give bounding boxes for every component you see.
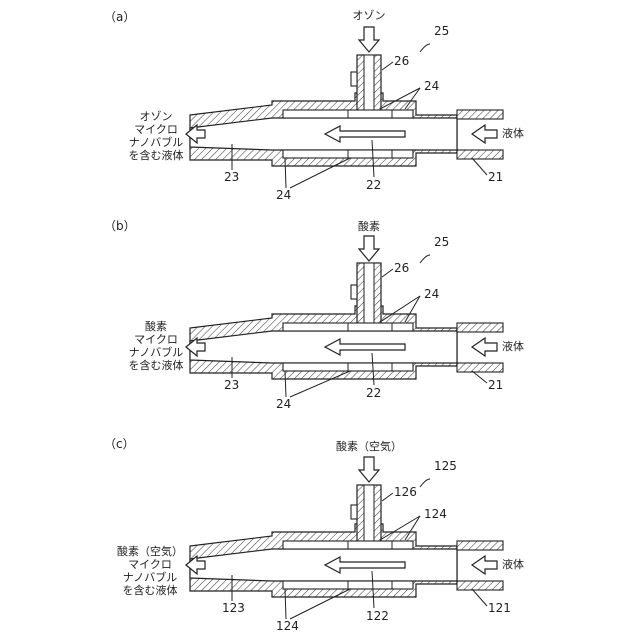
- outlet-label-1: 酸素（空気）: [117, 544, 183, 558]
- ref-partition-bottom: 24: [276, 397, 291, 411]
- outlet-label-3: ナノバブル: [129, 135, 183, 149]
- bore: [190, 118, 457, 150]
- ref-chamber: 122: [366, 609, 389, 623]
- device-body: [186, 27, 503, 166]
- panel-a: （a） オゾン 液体 オゾン マイクロ ナノバブル を含む液体 25 26 24…: [104, 9, 524, 202]
- liquid-in-arrow: [472, 338, 497, 356]
- gas-in-arrow: [359, 236, 379, 261]
- gas-in-label: 酸素: [358, 219, 380, 233]
- gas-pipe-bore: [364, 485, 374, 549]
- ref-device: 125: [434, 459, 457, 473]
- bore: [190, 549, 457, 581]
- ref-partition-bottom: 124: [276, 619, 299, 633]
- panel-tag: （a）: [104, 10, 135, 24]
- liquid-in-label: 液体: [502, 126, 524, 140]
- outlet-label-4: を含む液体: [129, 148, 184, 162]
- bore: [190, 331, 457, 363]
- liquid-in-arrow: [472, 125, 497, 143]
- ref-nozzle: 123: [222, 601, 245, 615]
- gas-in-arrow: [359, 27, 379, 52]
- ref-nozzle: 23: [224, 170, 239, 184]
- liquid-in-label: 液体: [502, 339, 524, 353]
- ref-partition: 124: [424, 507, 447, 521]
- ref-device: 25: [434, 24, 449, 38]
- outlet-label-4: を含む液体: [123, 583, 178, 597]
- ref-partition-bottom: 24: [276, 188, 291, 202]
- gas-pipe-nut: [351, 505, 357, 519]
- ref-inlet: 121: [488, 601, 511, 615]
- device-body: [186, 457, 503, 597]
- ref-chamber: 22: [366, 386, 381, 400]
- outlet-label-2: マイクロ: [134, 333, 178, 346]
- liquid-in-label: 液体: [502, 557, 524, 571]
- ref-partition: 24: [424, 79, 439, 93]
- ref-gas-pipe: 26: [394, 261, 409, 275]
- panel-tag: （b）: [104, 219, 136, 233]
- gas-pipe-nut: [351, 72, 357, 86]
- gas-pipe-bore: [364, 263, 374, 331]
- outlet-label-4: を含む液体: [129, 358, 184, 372]
- ref-gas-pipe: 126: [394, 485, 417, 499]
- gas-pipe-nut: [351, 285, 357, 299]
- inlet-pipe-bottom: [457, 150, 503, 159]
- outlet-label-2: マイクロ: [134, 123, 178, 136]
- outlet-label-3: ナノバブル: [129, 345, 183, 359]
- panel-c: （c） 酸素（空気） 液体 酸素（空気） マイクロ ナノバブル を含む液体 12…: [104, 437, 524, 633]
- outlet-label-1: 酸素: [145, 319, 167, 333]
- panel-b: （b） 酸素 液体 酸素 マイクロ ナノバブル を含む液体 25 26 24 2…: [104, 219, 524, 411]
- outlet-label-2: マイクロ: [128, 558, 172, 571]
- panel-tag: （c）: [104, 437, 135, 451]
- ref-partition: 24: [424, 287, 439, 301]
- ref-inlet: 21: [488, 170, 503, 184]
- liquid-in-arrow: [472, 556, 497, 574]
- device-body: [186, 236, 503, 379]
- inlet-pipe-bottom: [457, 363, 503, 372]
- inlet-pipe-top: [457, 541, 503, 550]
- inlet-pipe-top: [457, 323, 503, 332]
- inlet-pipe-top: [457, 110, 503, 119]
- gas-pipe-bore: [364, 55, 374, 118]
- ref-nozzle: 23: [224, 378, 239, 392]
- inlet-pipe-bottom: [457, 581, 503, 590]
- ref-device: 25: [434, 235, 449, 249]
- gas-in-arrow: [359, 457, 379, 482]
- gas-in-label: 酸素（空気）: [336, 439, 402, 453]
- ref-chamber: 22: [366, 178, 381, 192]
- outlet-label-1: オゾン: [140, 110, 173, 123]
- ref-gas-pipe: 26: [394, 54, 409, 68]
- gas-in-label: オゾン: [353, 9, 386, 22]
- ref-inlet: 21: [488, 378, 503, 392]
- outlet-label-3: ナノバブル: [123, 570, 177, 584]
